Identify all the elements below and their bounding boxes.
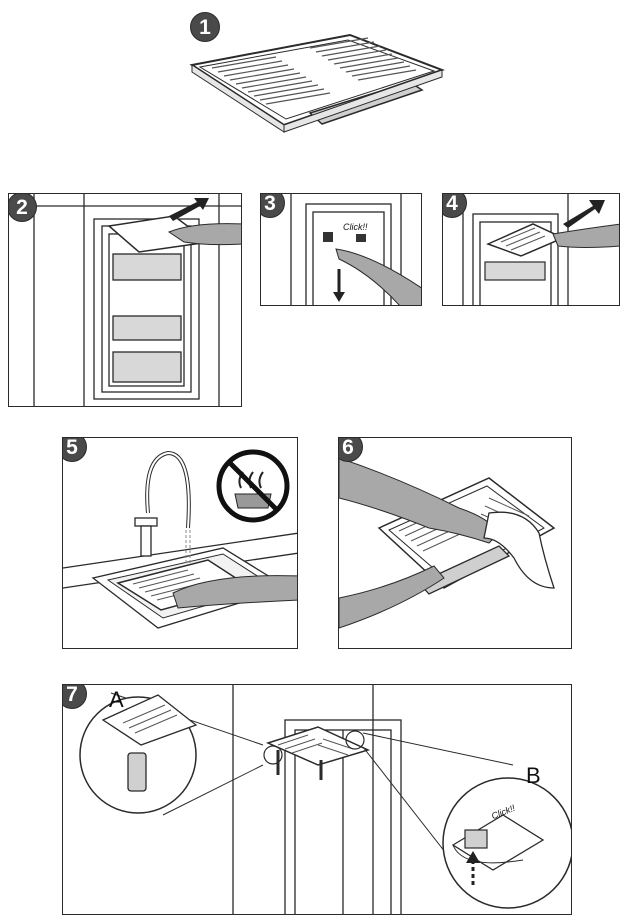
step-1-illustration: 1 — [180, 10, 450, 160]
step-3-panel: Click!! 3 — [260, 193, 422, 306]
step-6-panel: 6 — [338, 437, 572, 649]
label-b: B — [526, 763, 541, 788]
hand-icon — [552, 223, 619, 248]
cloth-icon — [483, 511, 555, 589]
step-3-badge: 3 — [261, 194, 285, 218]
label-a: A — [109, 687, 124, 712]
step-5-panel: 5 — [62, 437, 298, 649]
hand-icon — [335, 248, 421, 305]
hand-icon-2 — [339, 565, 445, 629]
step-4-panel: 4 — [442, 193, 620, 306]
step-2-badge: 2 — [9, 194, 37, 222]
step-1-badge: 1 — [190, 12, 220, 42]
step-3-click-label: Click!! — [343, 222, 368, 232]
arrow-icon — [563, 200, 605, 228]
hand-icon — [172, 575, 297, 609]
filter-icon — [265, 726, 371, 766]
filter-icon — [189, 33, 445, 133]
step-7-panel: A B Click!! 7 — [62, 684, 572, 915]
arrow-icon — [169, 198, 209, 221]
step-2-panel: 2 — [8, 193, 242, 407]
hand-icon — [167, 223, 241, 246]
